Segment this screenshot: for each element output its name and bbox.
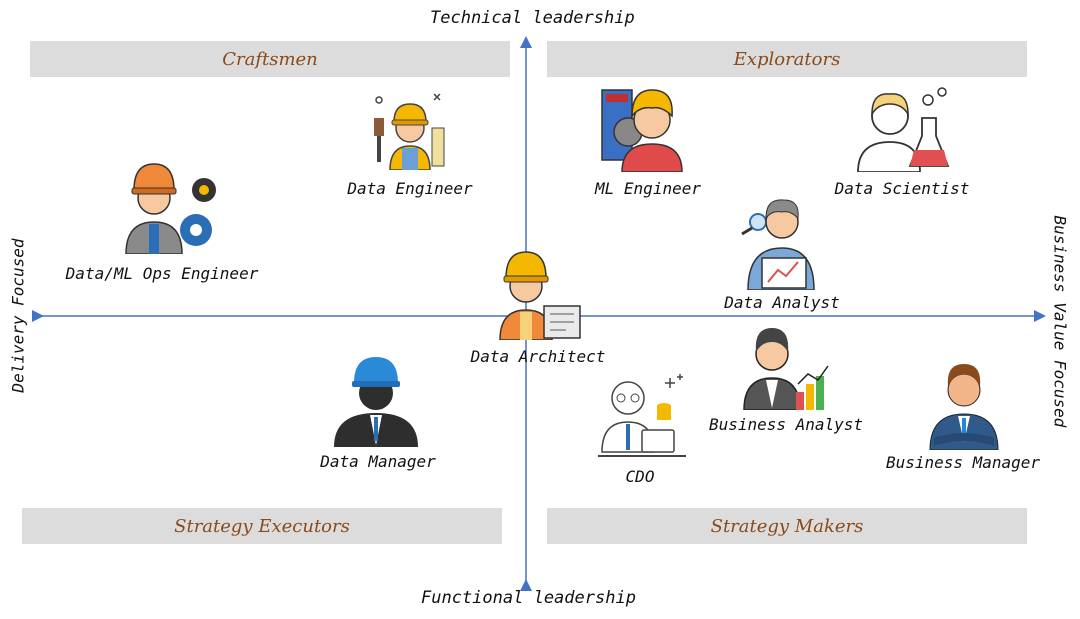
data-ml-ops-engineer-icon: [125, 163, 216, 254]
role-label-business-manager: Business Manager: [885, 453, 1041, 472]
role-label-data-scientist: Data Scientist: [834, 179, 970, 198]
role-label-data-architect: Data Architect: [470, 347, 606, 366]
role-label-ml-engineer: ML Engineer: [595, 179, 701, 198]
data-scientist-icon: [857, 87, 950, 172]
role-label-data-analyst: Data Analyst: [724, 293, 840, 312]
ml-engineer-icon: [601, 89, 683, 172]
cdo-icon: [598, 374, 686, 457]
data-manager-icon: [334, 357, 418, 447]
role-label-data-ml-ops-engineer: Data/ML Ops Engineer: [65, 264, 259, 283]
data-analyst-icon: [741, 199, 815, 290]
axis-label-left: Delivery Focused: [8, 238, 28, 393]
band-craftsmen: Craftsmen: [30, 41, 510, 77]
business-analyst-icon: [743, 328, 829, 410]
band-explorators: Explorators: [547, 41, 1027, 77]
business-manager-icon: [929, 364, 999, 450]
band-strategy-executors: Strategy Executors: [22, 508, 502, 544]
axis-label-right: Business Value Focused: [1050, 215, 1070, 428]
role-label-business-analyst: Business Analyst: [708, 415, 864, 434]
data-architect-icon: [499, 251, 581, 340]
role-label-data-engineer: Data Engineer: [347, 179, 473, 198]
role-label-cdo: CDO: [625, 467, 655, 486]
axis-label-top: Technical leadership: [430, 8, 635, 28]
axis-label-bottom: Functional leadership: [421, 588, 636, 608]
band-strategy-makers: Strategy Makers: [547, 508, 1027, 544]
data-engineer-icon: [374, 93, 445, 170]
role-label-data-manager: Data Manager: [320, 452, 436, 471]
